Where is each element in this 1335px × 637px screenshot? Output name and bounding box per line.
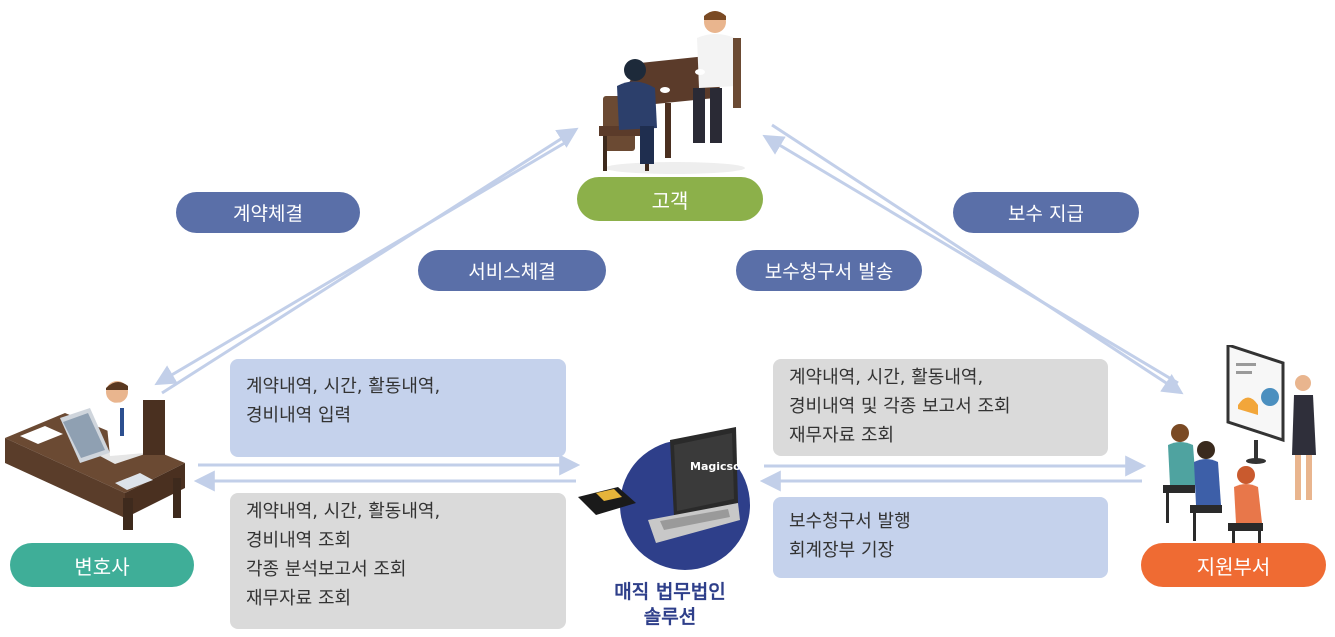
support-issue-box: 보수청구서 발행 회계장부 기장 [773,497,1108,578]
customer-label: 고객 [577,177,763,221]
service-flow-label: 서비스체결 [418,250,606,291]
payment-flow-label: 보수 지급 [953,192,1139,233]
lawyer-illustration [5,381,185,530]
arrow-lawyer-to-customer [161,127,579,395]
arrow-customer-to-lawyer [154,139,569,386]
arrow-customer-to-support [771,123,1184,395]
solution-label: 매직 법무법인 솔루션 [585,580,755,630]
box-line: 계약내역, 시간, 활동내역, [246,501,441,522]
lawyer-label: 변호사 [10,543,194,587]
contract-flow-label: 계약체결 [176,192,360,233]
invoice-send-flow-label: 보수청구서 발송 [736,250,922,291]
box-line: 회계장부 기장 [789,540,895,561]
box-line: 경비내역 조회 [246,530,352,551]
solution-label-line1: 매직 법무법인 [614,581,726,603]
box-line: 보수청구서 발행 [789,511,911,532]
support-dept-illustration [1163,345,1316,543]
support-view-box: 계약내역, 시간, 활동내역, 경비내역 및 각종 보고서 조회 재무자료 조회 [773,359,1108,456]
box-line: 경비내역 입력 [246,405,352,426]
box-line: 재무자료 조회 [246,588,352,609]
laptop-illustration [578,427,740,543]
lawyer-input-box: 계약내역, 시간, 활동내역, 경비내역 입력 [230,359,566,457]
box-line: 재무자료 조회 [789,425,895,446]
laptop-logo-text: Magicsoft [690,460,751,473]
arrow-support-to-customer [762,134,1179,385]
support-label: 지원부서 [1141,543,1326,587]
customer-meeting-illustration [599,11,745,174]
box-line: 계약내역, 시간, 활동내역, [789,367,984,388]
lawyer-view-box: 계약내역, 시간, 활동내역, 경비내역 조회 각종 분석보고서 조회 재무자료… [230,493,566,629]
box-line: 각종 분석보고서 조회 [246,559,407,580]
box-line: 계약내역, 시간, 활동내역, [246,376,441,397]
solution-label-line2: 솔루션 [643,606,697,628]
box-line: 경비내역 및 각종 보고서 조회 [789,396,1011,417]
